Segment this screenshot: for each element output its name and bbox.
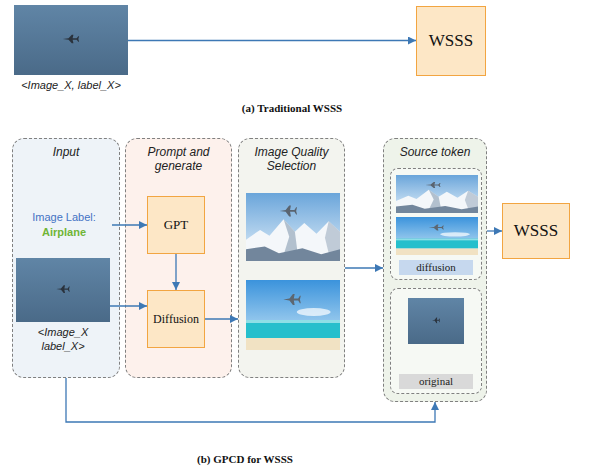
airplane-photo xyxy=(14,5,128,75)
diffusion-box: Diffusion xyxy=(147,290,205,348)
flow-arrow xyxy=(66,378,435,422)
panel-title: Source token xyxy=(400,145,471,159)
node-text: Airplane xyxy=(42,225,86,240)
wsss-box: WSSS xyxy=(416,6,486,76)
figure-caption: (a) Traditional WSSS xyxy=(242,102,342,114)
diffusion-group: diffusion xyxy=(390,168,482,280)
generated-image xyxy=(396,175,478,213)
node-text: Image Label: xyxy=(32,210,96,225)
generated-image xyxy=(246,280,340,350)
node-text: WSSS xyxy=(514,221,558,241)
original-group: original xyxy=(390,288,482,394)
flow-arrow xyxy=(487,230,502,231)
node-text: GPT xyxy=(164,217,189,233)
input-image: <Image_X, label_X> xyxy=(14,5,128,75)
flow-arrow xyxy=(205,318,238,319)
figure-caption: (b) GPCD for WSSS xyxy=(197,453,293,465)
flow-arrow xyxy=(112,224,147,225)
node-text: <Image_X label_X> xyxy=(27,326,99,354)
node-text: original xyxy=(399,374,473,389)
node-text: <Image_X, label_X> xyxy=(14,79,128,93)
caption-holder: (a) Traditional WSSS xyxy=(142,98,442,116)
generated-image xyxy=(246,193,340,261)
source-token-panel: Source token diffusion original xyxy=(383,138,487,402)
flow-arrow xyxy=(175,254,176,290)
airplane-photo xyxy=(408,298,464,344)
generated-image xyxy=(396,217,478,255)
gpt-box: GPT xyxy=(147,196,205,254)
wsss-box: WSSS xyxy=(502,203,570,259)
node-text: WSSS xyxy=(429,31,473,51)
input-panel: InputImage Label:Airplane <Image_X label_… xyxy=(12,138,120,378)
panel-title: Input xyxy=(53,145,80,159)
node-text: diffusion xyxy=(399,260,473,275)
flow-arrow xyxy=(128,40,416,41)
selection-panel: Image Quality Selection xyxy=(238,138,345,378)
airplane-photo xyxy=(16,258,110,322)
image-label: Image Label:Airplane xyxy=(16,205,112,245)
prompt-panel: Prompt and generateGPT Diffusion xyxy=(125,138,232,378)
panel-title: Image Quality Selection xyxy=(244,145,339,174)
input-image: <Image_X label_X> xyxy=(16,258,110,322)
panel-title: Prompt and generate xyxy=(131,145,226,174)
flow-arrow xyxy=(345,267,383,268)
node-text: Diffusion xyxy=(153,312,199,327)
flow-arrow xyxy=(110,305,147,306)
caption-holder: (b) GPCD for WSSS xyxy=(95,449,395,467)
